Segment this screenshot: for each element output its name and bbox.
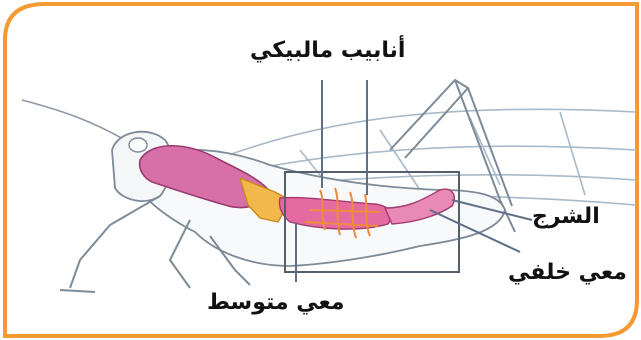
anus-label: الشرج <box>532 206 600 228</box>
eye <box>129 138 147 152</box>
malpighian-tubules-label: أنابيب مالبيكي <box>250 40 405 62</box>
hindgut-label: معي خلفي <box>508 262 627 284</box>
midgut-label: معي متوسط <box>207 292 345 314</box>
antenna <box>22 100 125 140</box>
